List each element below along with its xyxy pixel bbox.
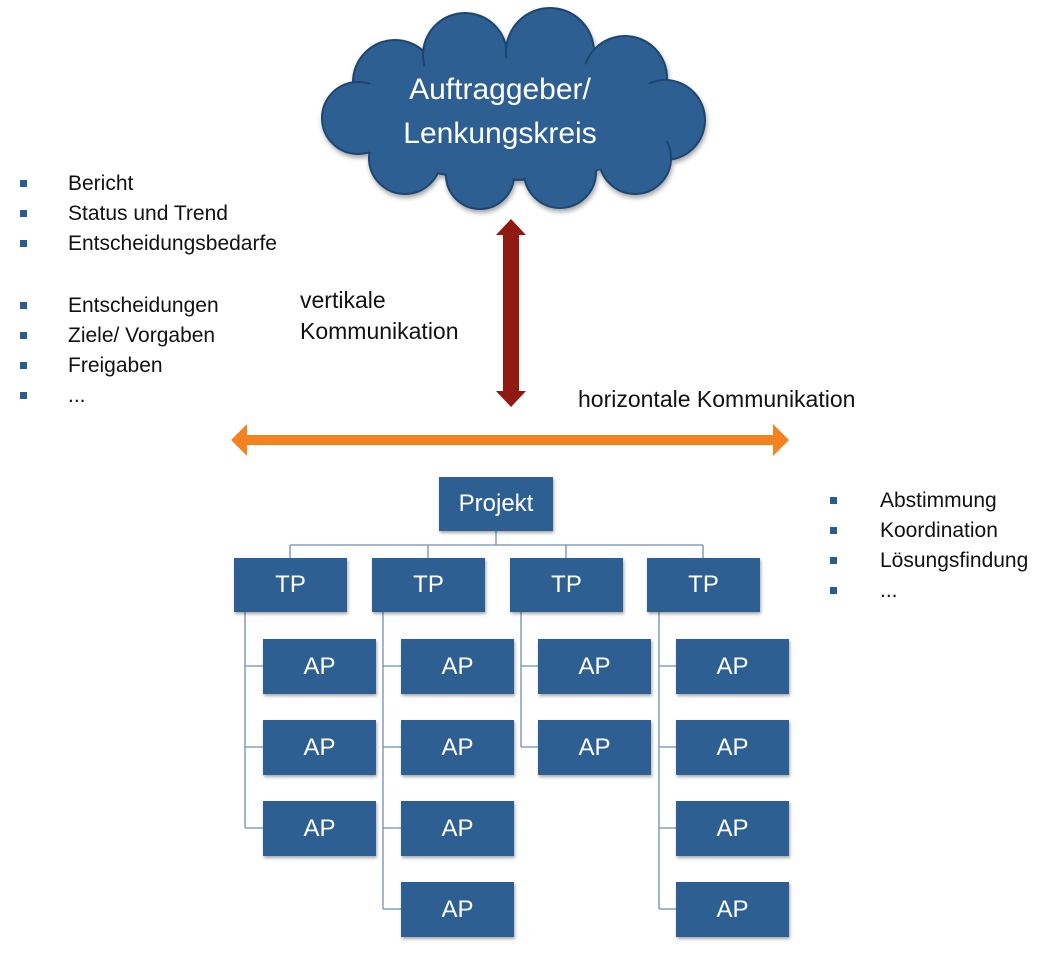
list-item-label: Entscheidungsbedarfe	[68, 232, 277, 255]
work-package-box: AP	[676, 801, 789, 856]
bullet-icon	[20, 392, 27, 399]
work-package-box: AP	[263, 801, 376, 856]
vertical-arrow	[496, 219, 526, 407]
bullet-icon	[20, 362, 27, 369]
work-package-box: AP	[401, 720, 514, 775]
subproject-box: TP	[234, 558, 347, 612]
list-item-label: Lösungsfindung	[880, 549, 1029, 572]
list-item: Status und Trend	[20, 199, 277, 229]
cloud-label: Auftraggeber/ Lenkungskreis	[330, 68, 670, 156]
bullet-icon	[830, 587, 837, 594]
list-item-label: Freigaben	[68, 354, 163, 377]
project-box: Projekt	[439, 477, 553, 531]
list-item: Freigaben	[20, 351, 219, 381]
work-package-box: AP	[401, 801, 514, 856]
list-item-label: Bericht	[68, 172, 134, 195]
bullet-icon	[830, 557, 837, 564]
work-package-box: AP	[263, 639, 376, 694]
bullet-icon	[20, 210, 27, 217]
cloud-label-line2: Lenkungskreis	[403, 117, 597, 150]
work-package-box: AP	[401, 882, 514, 937]
list-item-label: Koordination	[880, 519, 998, 542]
cloud-label-line1: Auftraggeber/	[409, 73, 591, 106]
list-item: Entscheidungen	[20, 291, 219, 321]
list-item: ...	[830, 576, 1028, 606]
horizontal-arrow	[231, 424, 789, 456]
work-package-box: AP	[676, 720, 789, 775]
list-item-label: ...	[880, 579, 898, 602]
vertical-label-line2: Kommunikation	[300, 318, 459, 344]
list-item: Bericht	[20, 169, 277, 199]
list-item-label: Status und Trend	[68, 202, 228, 225]
list-item: Abstimmung	[830, 486, 1028, 516]
report-list: Bericht Status und Trend Entscheidungsbe…	[20, 169, 277, 259]
list-item-label: Entscheidungen	[68, 294, 219, 317]
coordination-list: Abstimmung Koordination Lösungsfindung .…	[830, 486, 1028, 606]
bullet-icon	[20, 332, 27, 339]
work-package-box: AP	[263, 720, 376, 775]
bullet-icon	[20, 180, 27, 187]
list-item: Ziele/ Vorgaben	[20, 321, 219, 351]
work-package-box: AP	[538, 720, 651, 775]
bullet-icon	[830, 497, 837, 504]
bullet-icon	[20, 302, 27, 309]
list-item-label: Ziele/ Vorgaben	[68, 324, 216, 347]
decision-list: Entscheidungen Ziele/ Vorgaben Freigaben…	[20, 291, 219, 411]
bullet-icon	[830, 527, 837, 534]
work-package-box: AP	[676, 882, 789, 937]
list-item: Koordination	[830, 516, 1028, 546]
list-item: Entscheidungsbedarfe	[20, 229, 277, 259]
list-item-label: ...	[68, 384, 86, 407]
work-package-box: AP	[401, 639, 514, 694]
vertical-label-line1: vertikale	[300, 287, 386, 313]
vertical-communication-label: vertikale Kommunikation	[300, 285, 459, 347]
subproject-box: TP	[510, 558, 623, 612]
subproject-box: TP	[372, 558, 485, 612]
cloud-shape	[321, 7, 706, 210]
list-item: Lösungsfindung	[830, 546, 1028, 576]
tree-connectors	[244, 531, 704, 910]
list-item-label: Abstimmung	[880, 489, 997, 512]
list-item: ...	[20, 381, 219, 411]
work-package-box: AP	[676, 639, 789, 694]
horizontal-communication-label: horizontale Kommunikation	[578, 386, 856, 412]
work-package-box: AP	[538, 639, 651, 694]
bullet-icon	[20, 240, 27, 247]
subproject-box: TP	[647, 558, 760, 612]
